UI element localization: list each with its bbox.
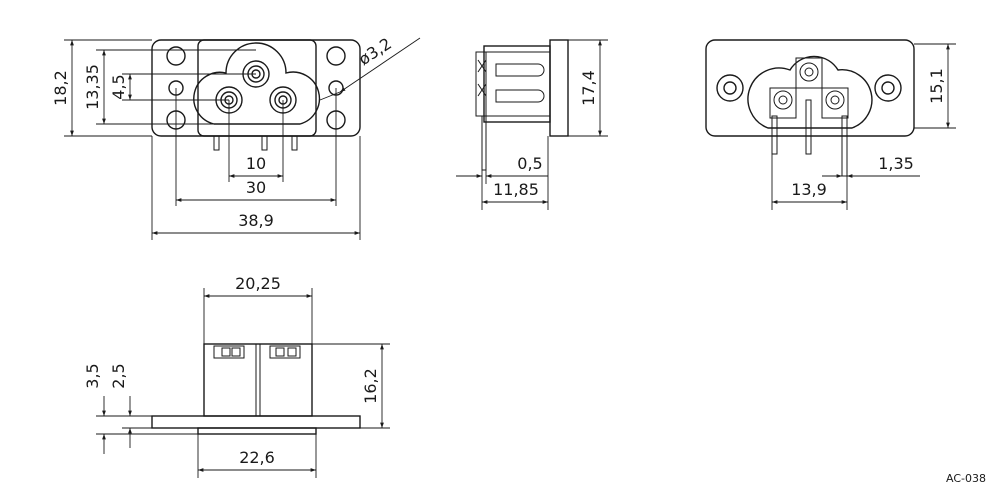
side-contact-lower [495, 89, 545, 103]
bottom-flange-plate [151, 415, 361, 429]
bottom-flange-lip [197, 427, 317, 435]
dim-hole-spacing: 30 [246, 178, 266, 197]
dim-pin-spacing: 10 [246, 154, 266, 173]
side-flange-outline [549, 39, 569, 137]
dim-pin-thickness: 0,5 [517, 154, 542, 173]
bottom-latch-right [269, 345, 301, 359]
dim-height-mid: 13,35 [83, 64, 102, 110]
rear-hole-right-outer [874, 74, 902, 102]
side-body-outline [483, 45, 551, 123]
rear-pin-center [805, 99, 812, 155]
rear-contact-top [795, 57, 823, 89]
bottom-view: 20,25 16,2 3,5 2,5 22,6 [83, 274, 390, 478]
rear-hole-left-outer [716, 74, 744, 102]
rear-pin-left [771, 115, 778, 155]
bottom-latch-left [213, 345, 245, 359]
dim-bottom-height: 16,2 [361, 368, 380, 404]
dim-bottom-width: 20,25 [235, 274, 281, 293]
rear-contact-left-screw [773, 90, 793, 110]
mounting-hole-top-right [326, 46, 346, 66]
dim-hole-diameter: ø3,2 [355, 34, 395, 69]
dim-total-width: 38,9 [238, 211, 274, 230]
rear-pin-right [841, 115, 848, 177]
drawing-code: AC-038 [946, 472, 986, 485]
side-contact-upper [495, 63, 545, 77]
dim-back-height: 15,1 [927, 68, 946, 104]
front-pin-left [213, 135, 220, 151]
rear-socket-outline [747, 55, 873, 129]
front-housing-outline [197, 39, 317, 137]
dim-flange-3-5: 3,5 [83, 363, 102, 388]
side-pin [481, 115, 487, 171]
front-view: 38,9 30 10 18,2 13,35 4,5 ø3,2 [51, 34, 421, 240]
side-view: 17,4 0,5 11,85 [456, 39, 608, 210]
dim-depth: 11,85 [493, 180, 539, 199]
front-pin-right [291, 135, 298, 151]
rear-contact-right [821, 87, 849, 119]
rear-contact-top-screw [799, 62, 819, 82]
dim-back-pin: 1,35 [878, 154, 914, 173]
dim-back-width: 13,9 [791, 180, 827, 199]
front-pin-center [261, 135, 268, 151]
rear-view: 15,1 1,35 13,9 [705, 39, 956, 210]
rear-hole-left-inner [723, 81, 737, 95]
rear-flange-outline [705, 39, 915, 137]
rear-contact-left [769, 87, 797, 119]
mounting-hole-top-left [166, 46, 186, 66]
dim-depth-height: 17,4 [579, 70, 598, 106]
socket-outline [193, 42, 321, 125]
dim-height-small: 4,5 [109, 74, 128, 99]
dim-total-height: 18,2 [51, 70, 70, 106]
rear-hole-right-inner [881, 81, 895, 95]
dim-flange-width: 22,6 [239, 448, 275, 467]
dim-flange-2-5: 2,5 [109, 363, 128, 388]
rear-contact-right-screw [825, 90, 845, 110]
